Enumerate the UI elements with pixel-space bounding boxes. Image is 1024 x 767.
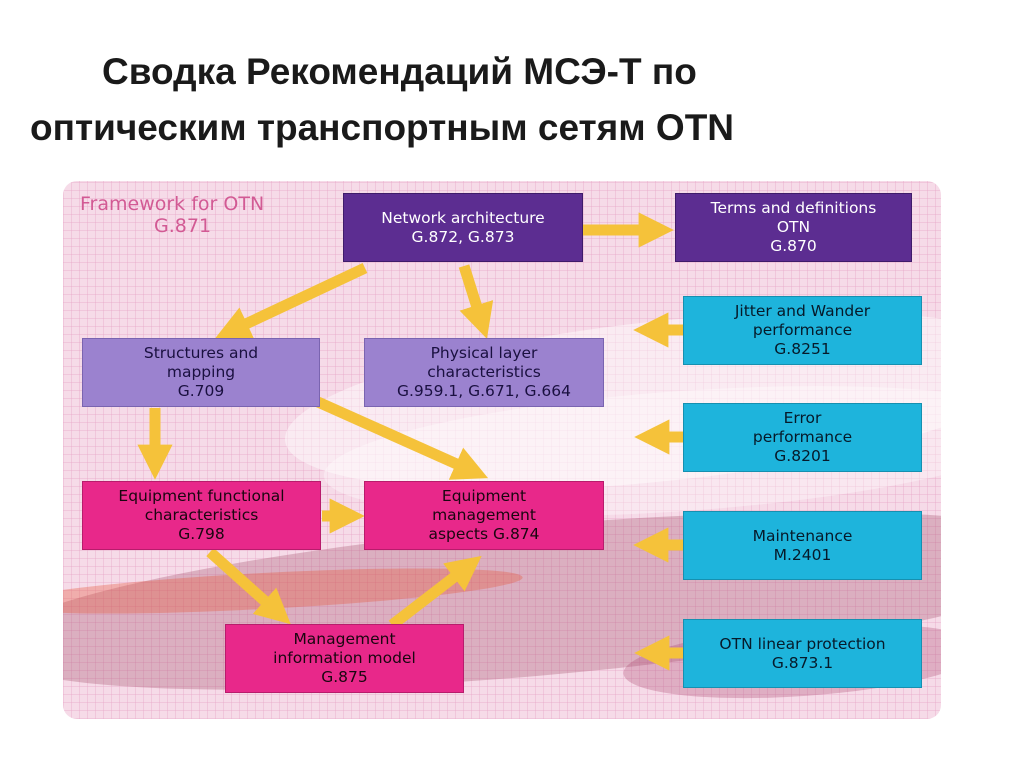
box-linear-protection-line-1: OTN linear protection [719, 634, 886, 653]
box-management-information-line-1: Management [293, 630, 396, 648]
box-network-architecture-line-2: G.872, G.873 [411, 227, 515, 246]
box-linear-protection: OTN linear protection G.873.1 [683, 619, 922, 688]
slide-title-line-1: Сводка Рекомендаций МСЭ-Т по [102, 51, 697, 92]
arrow-functional-to-information-model [206, 547, 291, 625]
box-error-performance: Error performance G.8201 [683, 403, 922, 472]
box-structures-mapping-line-1: Structures and [143, 344, 259, 362]
box-terms-definitions-line-1: Terms and definitions [710, 199, 877, 217]
box-management-information-line-2: information model [273, 649, 416, 667]
box-jitter-wander-line-1: Jitter and Wander [734, 302, 871, 320]
box-terms-definitions: Terms and definitions OTN G.870 [675, 193, 912, 262]
box-maintenance: Maintenance M.2401 [683, 511, 922, 580]
box-structures-mapping-line-3: G.709 [177, 382, 225, 400]
box-network-architecture-line-1: Network architecture [381, 208, 545, 227]
box-structures-mapping: Structures and mapping G.709 [82, 338, 320, 407]
box-equipment-management-line-3: aspects G.874 [428, 525, 540, 543]
framework-label-line-2: G.871 [154, 215, 212, 237]
box-equipment-functional-line-3: G.798 [178, 525, 225, 543]
box-jitter-wander-line-3: G.8251 [774, 340, 831, 358]
box-structures-mapping-line-2: mapping [166, 363, 236, 381]
box-jitter-wander: Jitter and Wander performance G.8251 [683, 296, 922, 365]
box-terms-definitions-line-2: OTN [776, 218, 811, 236]
box-maintenance-line-2: M.2401 [773, 545, 832, 564]
box-error-performance-line-1: Error [783, 409, 822, 427]
slide-title: Сводка Рекомендаций МСЭ-Т по оптическим … [30, 44, 930, 156]
box-equipment-functional: Equipment functional characteristics G.7… [82, 481, 321, 550]
box-physical-layer-line-2: characteristics [427, 363, 541, 381]
box-physical-layer-line-3: G.959.1, G.671, G.664 [396, 382, 572, 400]
box-maintenance-line-1: Maintenance [752, 526, 853, 545]
box-error-performance-line-3: G.8201 [774, 447, 831, 465]
box-physical-layer: Physical layer characteristics G.959.1, … [364, 338, 604, 407]
arrow-information-model-to-equipment-management [388, 555, 482, 630]
box-equipment-management: Equipment management aspects G.874 [364, 481, 604, 550]
box-physical-layer-line-1: Physical layer [430, 344, 538, 362]
box-equipment-management-line-2: management [432, 506, 536, 524]
box-management-information-line-3: G.875 [321, 668, 368, 686]
framework-label: Framework for OTN G.871 [80, 193, 264, 237]
box-management-information: Management information model G.875 [225, 624, 464, 693]
arrow-network-to-structures [215, 263, 368, 340]
box-equipment-functional-line-2: characteristics [144, 506, 259, 524]
box-linear-protection-line-2: G.873.1 [771, 653, 834, 672]
box-equipment-management-line-1: Equipment [441, 487, 527, 505]
box-equipment-functional-line-1: Equipment functional [118, 487, 285, 505]
box-error-performance-line-2: performance [752, 428, 853, 446]
arrow-structures-to-equipment-management [315, 396, 489, 480]
box-jitter-wander-line-2: performance [752, 321, 853, 339]
box-terms-definitions-line-3: G.870 [770, 237, 817, 255]
arrow-network-to-physical [458, 264, 494, 339]
box-network-architecture: Network architecture G.872, G.873 [343, 193, 583, 262]
framework-label-line-1: Framework for OTN [80, 193, 265, 215]
slide-title-line-2: оптическим транспортным сетям OTN [30, 107, 735, 148]
